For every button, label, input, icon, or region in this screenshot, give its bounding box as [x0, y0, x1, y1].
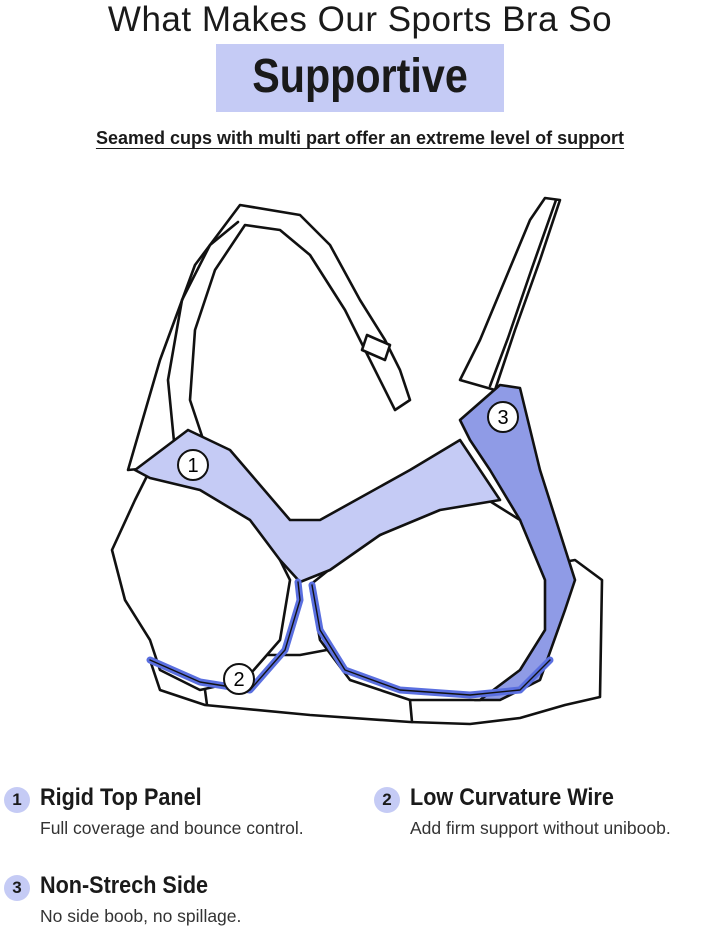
feature-description: Full coverage and bounce control.	[40, 818, 304, 838]
feature-description: No side boob, no spillage.	[40, 906, 242, 926]
callout-2: 2	[223, 663, 255, 695]
feature-description: Add firm support without uniboob.	[410, 818, 671, 838]
highlight-box	[216, 44, 504, 112]
svg-text:3: 3	[497, 407, 508, 429]
right-strap	[458, 196, 562, 392]
left-strap	[126, 203, 412, 472]
feature-title: Low Curvature Wire	[410, 784, 614, 811]
feature-number-badge: 3	[4, 875, 30, 901]
svg-text:1: 1	[187, 455, 198, 477]
feature-number-badge: 1	[4, 787, 30, 813]
svg-text:2: 2	[233, 669, 244, 691]
callout-3: 3	[487, 401, 519, 433]
headline: What Makes Our Sports Bra So	[107, 0, 613, 39]
callout-1: 1	[177, 449, 209, 481]
bra-illustration: 1 2 3	[110, 196, 604, 726]
top-panel	[133, 428, 502, 584]
highlight-word: Supportive	[252, 50, 468, 103]
subheadline: Seamed cups with multi part offer an ext…	[95, 128, 625, 148]
feature-title: Non-Strech Side	[40, 872, 209, 899]
feature-number-badge: 2	[374, 787, 400, 813]
feature-title: Rigid Top Panel	[40, 784, 202, 811]
